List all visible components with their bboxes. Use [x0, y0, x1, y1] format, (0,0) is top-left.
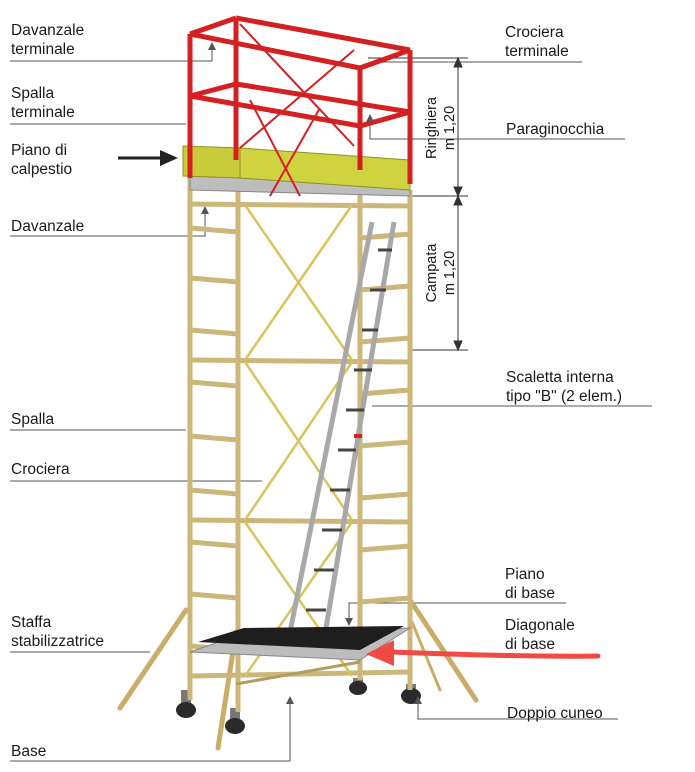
highlight-arrow — [366, 640, 601, 666]
label-diagonale-di-base: Diagonale di base — [505, 617, 575, 653]
leader-davanzale-terminale — [10, 46, 213, 62]
tan-frame — [187, 175, 413, 712]
campata-name: Campata — [424, 243, 440, 303]
label-base: Base — [11, 743, 47, 760]
leader-davanzale — [10, 210, 206, 237]
red-guardrail — [187, 15, 413, 184]
campata-value: m 1,20 — [442, 251, 458, 295]
leader-arrowheads — [201, 42, 422, 704]
dimension-campata: Campata m 1,20 — [424, 243, 458, 303]
cross-bracing — [243, 204, 354, 677]
castor-wheels — [176, 678, 421, 734]
label-spalla: Spalla — [11, 411, 55, 428]
top-platform — [182, 145, 411, 197]
label-doppio-cuneo: Doppio cuneo — [507, 705, 603, 722]
label-spalla-terminale: Spalla terminale — [11, 85, 75, 121]
base-platform — [189, 626, 412, 686]
label-piano-di-base: Piano di base — [505, 566, 555, 602]
label-paraginocchia: Paraginocchia — [506, 121, 605, 138]
label-scaletta-interna: Scaletta interna tipo "B" (2 elem.) — [506, 369, 623, 405]
leader-doppio-cuneo — [417, 700, 618, 720]
stabilizer-outriggers — [117, 597, 479, 751]
leader-lines — [10, 46, 652, 762]
leader-piano-base — [348, 602, 566, 622]
label-davanzale-terminale: Davanzale terminale — [11, 22, 85, 58]
calpestio-pointer — [118, 150, 178, 166]
leader-base — [10, 700, 291, 762]
label-davanzale: Davanzale — [11, 218, 85, 235]
label-piano-calpestio: Piano di calpestio — [11, 142, 73, 178]
label-crociera: Crociera — [11, 461, 70, 478]
dimension-markers — [368, 56, 468, 352]
dimension-ringhiera: Ringhiera m 1,20 — [424, 96, 458, 159]
ringhiera-value: m 1,20 — [442, 106, 458, 150]
ringhiera-name: Ringhiera — [424, 96, 440, 159]
internal-ladder — [287, 221, 397, 641]
label-staffa-stabilizzatrice: Staffa stabilizzatrice — [11, 614, 105, 650]
label-crociera-terminale: Crociera terminale — [505, 24, 569, 60]
red-crossbracing — [239, 23, 355, 197]
